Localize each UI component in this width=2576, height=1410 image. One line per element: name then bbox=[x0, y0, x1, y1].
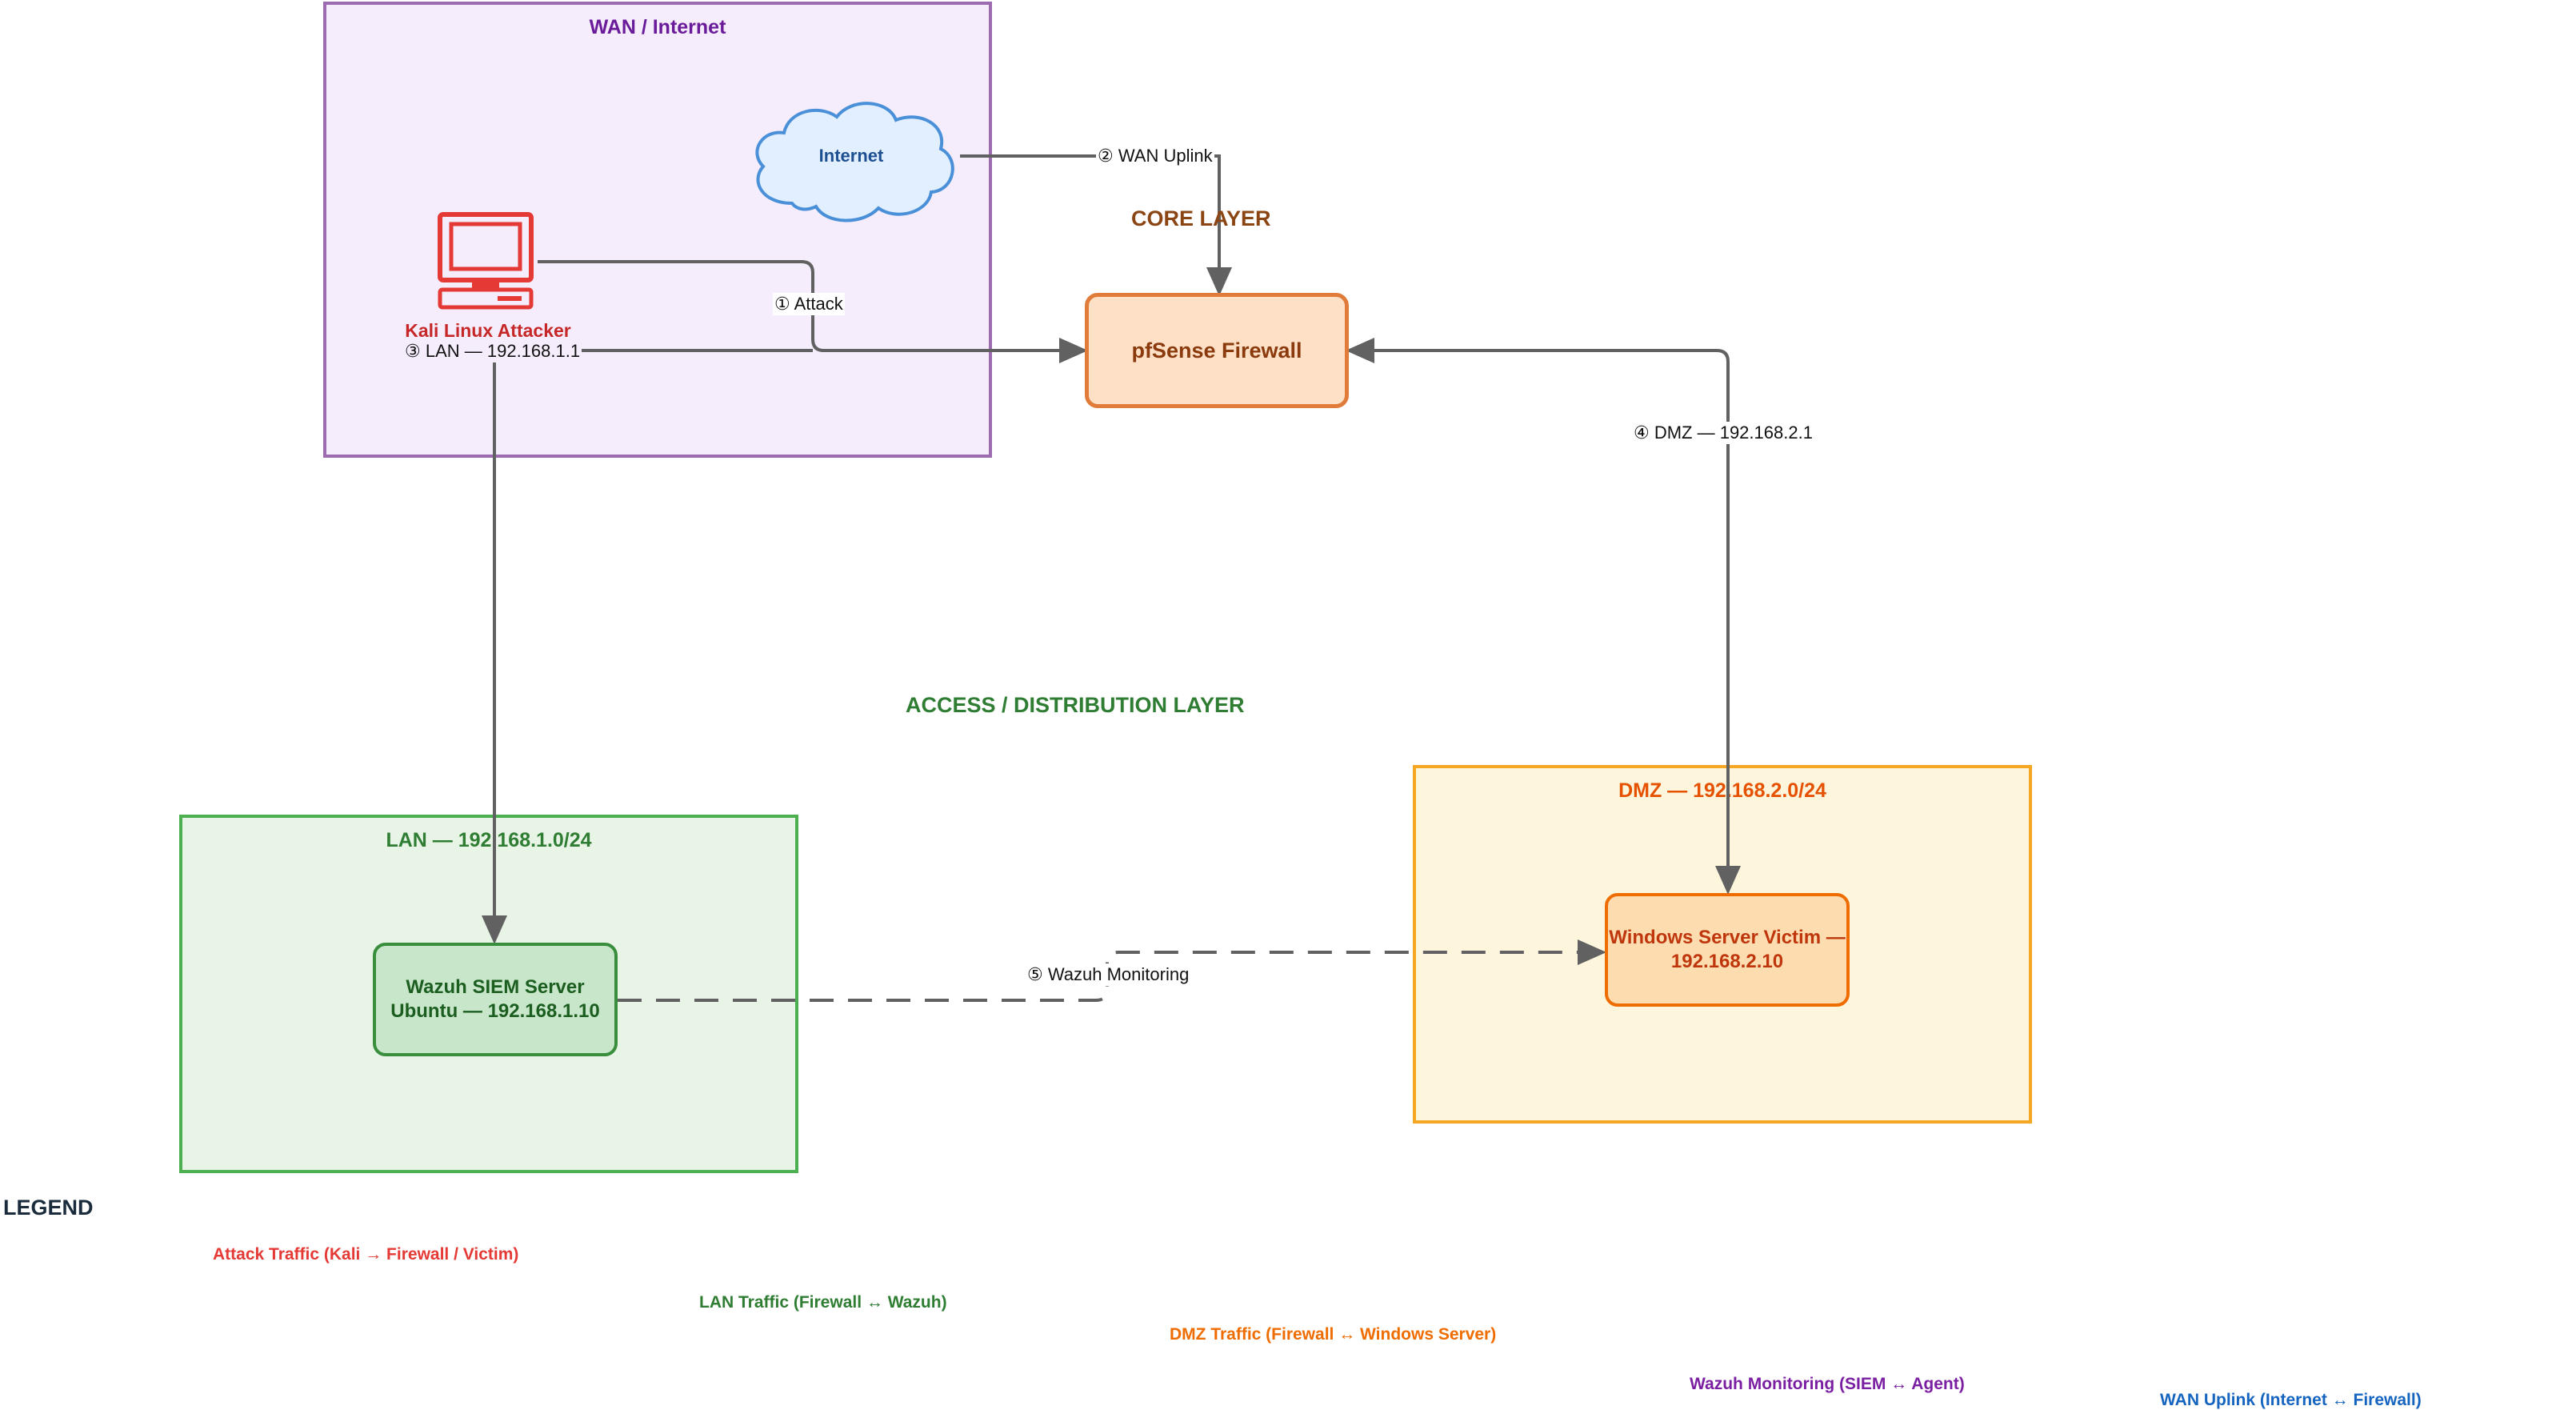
wan-uplink-edge-label: ② WAN Uplink bbox=[1096, 145, 1214, 167]
windows-label-line2: 192.168.2.10 bbox=[1670, 951, 1784, 972]
internet-node: Internet bbox=[742, 93, 960, 226]
legend-item-wan: WAN Uplink (Internet ↔ Firewall) bbox=[2160, 1391, 2422, 1409]
kali-node bbox=[432, 211, 539, 310]
legend-item-monitoring: Wazuh Monitoring (SIEM ↔ Agent) bbox=[1690, 1375, 1965, 1393]
windows-node[interactable]: Windows Server Victim — 192.168.2.10 bbox=[1605, 893, 1850, 1007]
attack-edge-label: ① Attack bbox=[773, 293, 845, 315]
wan-zone: WAN / Internet bbox=[323, 2, 992, 458]
legend-title: LEGEND bbox=[3, 1196, 94, 1220]
core-layer-label: CORE LAYER bbox=[1131, 206, 1271, 230]
computer-icon bbox=[438, 212, 534, 310]
firewall-node[interactable]: pfSense Firewall bbox=[1085, 293, 1349, 408]
kali-label: Kali Linux Attacker bbox=[405, 320, 571, 341]
legend-item-lan: LAN Traffic (Firewall ↔ Wazuh) bbox=[699, 1293, 947, 1312]
lan-zone-title: LAN — 192.168.1.0/24 bbox=[386, 829, 592, 851]
firewall-label: pfSense Firewall bbox=[1131, 338, 1302, 363]
cloud-icon bbox=[755, 102, 954, 222]
dmz-edge-label: ④ DMZ — 192.168.2.1 bbox=[1632, 422, 1814, 444]
access-layer-label: ACCESS / DISTRIBUTION LAYER bbox=[906, 693, 1245, 717]
dmz-edge bbox=[1346, 338, 1741, 895]
wazuh-node[interactable]: Wazuh SIEM Server Ubuntu — 192.168.1.10 bbox=[373, 943, 618, 1056]
monitoring-edge-label: ⑤ Wazuh Monitoring bbox=[1026, 963, 1191, 986]
internet-label: Internet bbox=[818, 146, 884, 166]
wazuh-label-line1: Wazuh SIEM Server bbox=[406, 976, 585, 998]
legend-item-attack: Attack Traffic (Kali → Firewall / Victim… bbox=[213, 1245, 519, 1264]
legend-item-dmz: DMZ Traffic (Firewall ↔ Windows Server) bbox=[1170, 1325, 1497, 1344]
wan-uplink-edge bbox=[960, 154, 1232, 296]
windows-label-line1: Windows Server Victim — bbox=[1609, 927, 1846, 948]
wan-zone-title: WAN / Internet bbox=[589, 16, 726, 38]
wazuh-label-line2: Ubuntu — 192.168.1.10 bbox=[390, 1000, 600, 1022]
lan-edge-label: ③ LAN — 192.168.1.1 bbox=[403, 340, 582, 363]
